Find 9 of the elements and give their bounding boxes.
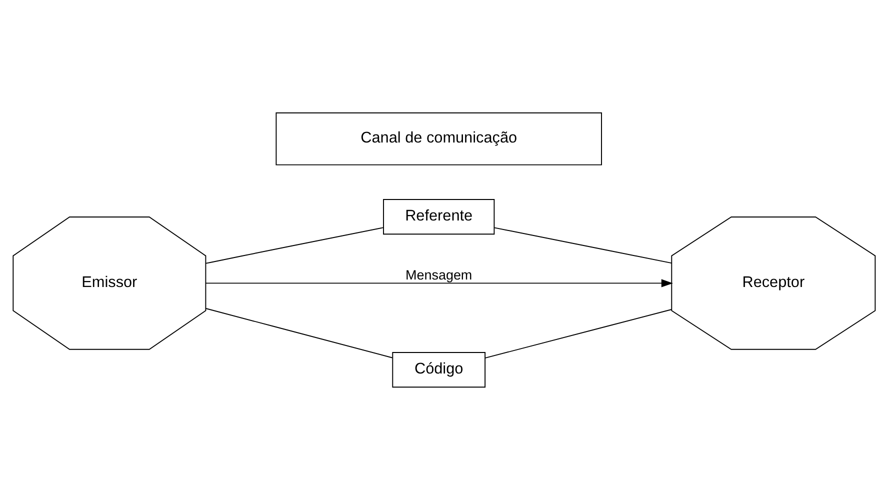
edge-label: Mensagem: [406, 268, 472, 283]
connector: [206, 308, 393, 358]
connector: [206, 227, 384, 264]
connector: [484, 309, 672, 358]
node-box: Código: [392, 352, 486, 388]
arrow: [205, 279, 673, 288]
node-box: Canal de comunicação: [276, 112, 602, 166]
connector: [494, 227, 672, 264]
node-box: Referente: [383, 199, 495, 235]
